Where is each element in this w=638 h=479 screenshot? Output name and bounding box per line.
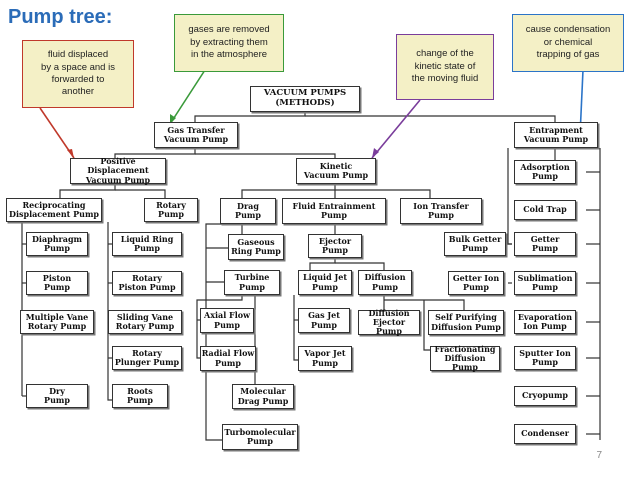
node-radial-flow: Radial Flow Pump (200, 346, 256, 371)
node-fluid-entrainment: Fluid Entrainment Pump (282, 198, 386, 224)
node-roots: Roots Pump (112, 384, 168, 408)
node-liquid-jet: Liquid Jet Pump (298, 270, 352, 295)
node-getter-ion: Getter Ion Pump (448, 271, 504, 295)
node-rotary-piston: Rotary Piston Pump (112, 271, 182, 295)
node-positive-displacement: Positive Displacement Vacuum Pump (70, 157, 166, 184)
node-ion-transfer: Ion Transfer Pump (400, 198, 482, 224)
node-gaseous-ring: Gaseous Ring Pump (228, 234, 284, 260)
node-getter: Getter Pump (514, 232, 576, 256)
note-kinetic-change: change of the kinetic state of the movin… (396, 34, 494, 100)
node-ejector: Ejector Pump (308, 234, 362, 258)
node-rotary-plunger: Rotary Plunger Pump (112, 346, 182, 370)
node-self-purifying: Self Purifying Diffusion Pump (428, 310, 504, 335)
node-axial-flow: Axial Flow Pump (200, 308, 254, 333)
node-sliding-vane: Sliding Vane Rotary Pump (108, 310, 182, 334)
node-dry: Dry Pump (26, 384, 88, 408)
node-cold-trap: Cold Trap (514, 200, 576, 220)
node-cryopump: Cryopump (514, 386, 576, 406)
node-turbine: Turbine Pump (224, 270, 280, 295)
node-vacuum-pumps: VACUUM PUMPS (METHODS) (250, 86, 360, 112)
note-condensation: cause condensation or chemical trapping … (512, 14, 624, 72)
node-piston: Piston Pump (26, 271, 88, 295)
node-diaphragm: Diaphragm Pump (26, 232, 88, 256)
node-fractionating: Fractionating Diffusion Pump (430, 344, 500, 372)
node-liquid-ring: Liquid Ring Pump (112, 232, 182, 256)
node-diffusion: Diffusion Pump (358, 270, 412, 295)
node-vapor-jet: Vapor Jet Pump (298, 346, 352, 371)
page-title: Pump tree: (8, 6, 113, 28)
node-adsorption: Adsorption Pump (514, 160, 576, 184)
node-sputter-ion: Sputter Ion Pump (514, 346, 576, 370)
node-entrapment: Entrapment Vacuum Pump (514, 122, 598, 148)
node-condenser: Condenser (514, 424, 576, 444)
node-kinetic: Kinetic Vacuum Pump (296, 158, 376, 184)
node-gas-jet: Gas Jet Pump (298, 308, 350, 333)
node-diffusion-ejector: Diffusion Ejector Pump (358, 308, 420, 336)
node-bulk-getter: Bulk Getter Pump (444, 232, 506, 256)
node-turbomolecular: Turbomolecular Pump (222, 424, 298, 450)
note-fluid-displaced: fluid displaced by a space and is forwar… (22, 40, 134, 108)
node-rotary: Rotary Pump (144, 198, 198, 222)
note-gases-removed: gases are removed by extracting them in … (174, 14, 284, 72)
node-drag: Drag Pump (220, 198, 276, 224)
node-reciprocating: Reciprocating Displacement Pump (6, 198, 102, 222)
node-molecular-drag: Molecular Drag Pump (232, 384, 294, 409)
page-number: 7 (596, 450, 602, 461)
node-multiple-vane: Multiple Vane Rotary Pump (20, 310, 94, 334)
node-evaporation-ion: Evaporation Ion Pump (514, 310, 576, 334)
node-sublimation: Sublimation Pump (514, 271, 576, 295)
node-gas-transfer: Gas Transfer Vacuum Pump (154, 122, 238, 148)
